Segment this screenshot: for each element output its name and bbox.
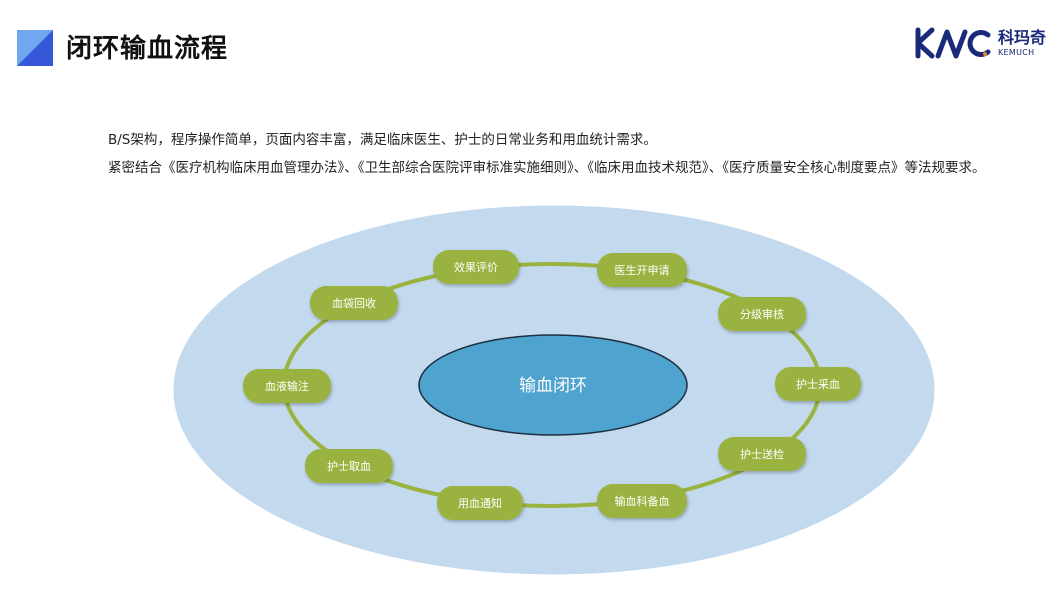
node-label: 血液输注 <box>265 379 309 393</box>
node-label: 血袋回收 <box>332 296 376 310</box>
node-effect-evaluation: 效果评价 <box>433 250 519 284</box>
node-label: 护士送检 <box>740 447 784 461</box>
description-paragraph-2: 紧密结合《医疗机构临床用血管理办法》、《卫生部综合医院评审标准实施细则》、《临床… <box>108 160 986 176</box>
node-blood-bank-prepare: 输血科备血 <box>597 484 687 518</box>
node-blood-transfusion: 血液输注 <box>243 369 331 403</box>
center-label: 输血闭环 <box>519 376 587 396</box>
node-graded-review: 分级审核 <box>718 297 806 331</box>
node-label: 用血通知 <box>458 496 502 510</box>
node-label: 效果评价 <box>454 260 498 274</box>
node-label: 分级审核 <box>740 307 784 321</box>
logo-text-cn: 科玛奇 <box>997 27 1046 47</box>
page-title: 闭环输血流程 <box>66 34 229 64</box>
description: B/S架构，程序操作简单，页面内容丰富，满足临床医生、护士的日常业务和用血统计需… <box>80 126 1000 182</box>
node-nurse-blood-draw: 护士采血 <box>775 367 861 401</box>
node-nurse-pickup: 护士取血 <box>305 449 393 483</box>
node-label: 护士采血 <box>796 377 840 391</box>
node-label: 护士取血 <box>327 459 371 473</box>
header-mark-icon <box>17 30 53 66</box>
node-blood-bag-recycle: 血袋回收 <box>310 286 398 320</box>
node-blood-use-notice: 用血通知 <box>437 486 523 520</box>
center-ellipse <box>418 334 688 436</box>
node-label: 医生开申请 <box>615 263 670 277</box>
logo-text-en: KEMUCH <box>997 47 1035 57</box>
description-paragraph-1: B/S架构，程序操作简单，页面内容丰富，满足临床医生、护士的日常业务和用血统计需… <box>108 132 657 148</box>
company-logo: 科玛奇 KEMUCH <box>914 22 1046 64</box>
node-nurse-send-test: 护士送检 <box>718 437 806 471</box>
node-label: 输血科备血 <box>615 494 670 508</box>
node-doctor-application: 医生开申请 <box>597 253 687 287</box>
kmc-logo-icon <box>915 27 991 59</box>
